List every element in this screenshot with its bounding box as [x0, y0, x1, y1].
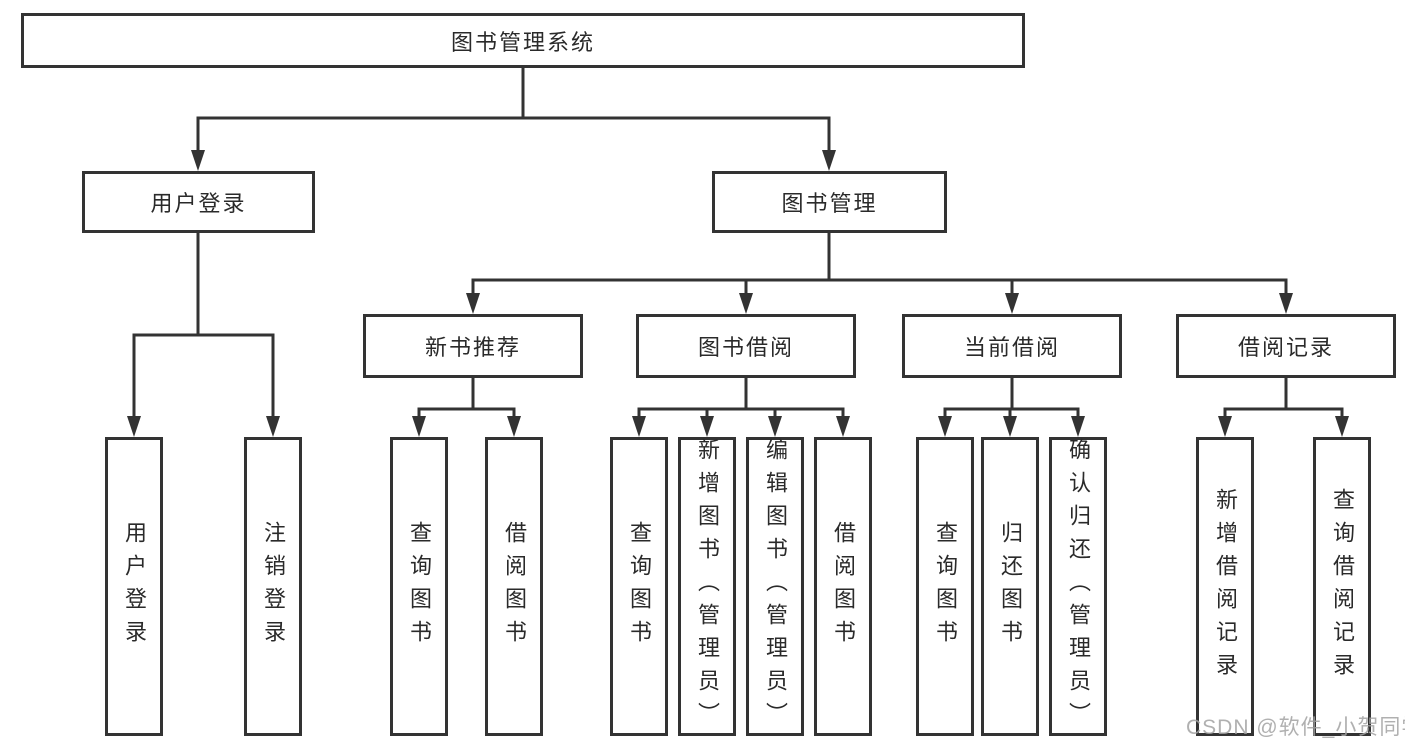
leaf-add-borrow-record: 新增借阅记录 [1196, 437, 1254, 736]
node-label: 查询图书 [933, 520, 958, 653]
connector-line [637, 407, 845, 419]
leaf-borrow-books-borrow: 借阅图书 [814, 437, 872, 736]
connector-user-login-branch [127, 233, 280, 437]
arrow-down-icon [938, 416, 952, 437]
connector-new-book-branch [412, 378, 521, 437]
connector-line [132, 333, 275, 418]
node-label: 查询图书 [407, 520, 432, 653]
arrow-down-icon [836, 416, 850, 437]
connector-book-management-branch [466, 233, 1293, 314]
leaf-query-books-borrow: 查询图书 [610, 437, 668, 736]
node-label: 查询借阅记录 [1330, 487, 1355, 686]
arrow-down-icon [1335, 416, 1349, 437]
node-label: 用户登录 [122, 520, 147, 653]
connector-line [471, 278, 1288, 296]
leaf-edit-books-admin: 编辑图书（管理员） [746, 437, 804, 736]
csdn-watermark: CSDN @软件_小贺同学 [1186, 716, 1405, 739]
connector-book-borrowing-branch [632, 378, 850, 437]
leaf-confirm-return-admin: 确认归还（管理员） [1049, 437, 1107, 736]
leaf-borrow-books-recommend: 借阅图书 [485, 437, 543, 736]
connector-line [1223, 407, 1344, 419]
node-label: 注销登录 [261, 520, 286, 653]
arrow-down-icon [632, 416, 646, 437]
arrow-down-icon [266, 416, 280, 437]
node-label: 图书借阅 [697, 335, 794, 360]
arrow-down-icon [191, 150, 205, 171]
leaf-query-borrow-record: 查询借阅记录 [1313, 437, 1371, 736]
leaf-logout: 注销登录 [244, 437, 302, 736]
connector-line [417, 407, 516, 419]
node-label: 图书管理系统 [450, 29, 595, 55]
arrow-down-icon [127, 416, 141, 437]
node-label: 新增图书（管理员） [695, 438, 720, 735]
arrow-down-icon [507, 416, 521, 437]
connector-current-borrowing-branch [938, 378, 1085, 437]
node-label: 新书推荐 [424, 335, 521, 360]
arrow-down-icon [1003, 416, 1017, 437]
connector-borrowing-records-branch [1218, 378, 1349, 437]
node-label: 查询图书 [627, 520, 652, 653]
node-label: 新增借阅记录 [1213, 487, 1238, 686]
arrow-down-icon [700, 416, 714, 437]
node-new-book-recommendation: 新书推荐 [363, 314, 583, 378]
leaf-query-books-recommend: 查询图书 [390, 437, 448, 736]
node-book-borrowing: 图书借阅 [636, 314, 856, 378]
arrow-down-icon [412, 416, 426, 437]
arrow-down-icon [1218, 416, 1232, 437]
leaf-add-books-admin: 新增图书（管理员） [678, 437, 736, 736]
node-library-system: 图书管理系统 [21, 13, 1025, 68]
connector-line [196, 116, 831, 152]
node-current-borrowing: 当前借阅 [902, 314, 1122, 378]
node-borrowing-records: 借阅记录 [1176, 314, 1396, 378]
node-label: 用户登录 [150, 191, 247, 216]
arrow-down-icon [822, 150, 836, 171]
leaf-return-books: 归还图书 [981, 437, 1039, 736]
arrow-down-icon [768, 416, 782, 437]
node-label: 图书管理 [781, 191, 878, 216]
node-label: 借阅记录 [1237, 335, 1334, 360]
arrow-down-icon [1279, 293, 1293, 314]
node-label: 当前借阅 [963, 335, 1060, 360]
arrow-down-icon [1071, 416, 1085, 437]
node-label: 确认归还（管理员） [1066, 438, 1091, 735]
node-label: 归还图书 [998, 520, 1023, 653]
connector-root-branch [191, 68, 836, 171]
leaf-user-login: 用户登录 [105, 437, 163, 736]
node-label: 借阅图书 [502, 520, 527, 653]
arrow-down-icon [466, 293, 480, 314]
node-book-management: 图书管理 [712, 171, 947, 233]
node-label: 借阅图书 [831, 520, 856, 653]
leaf-query-books-current: 查询图书 [916, 437, 974, 736]
node-label: 编辑图书（管理员） [763, 438, 788, 735]
node-user-login: 用户登录 [82, 171, 315, 233]
arrow-down-icon [739, 293, 753, 314]
arrow-down-icon [1005, 293, 1019, 314]
